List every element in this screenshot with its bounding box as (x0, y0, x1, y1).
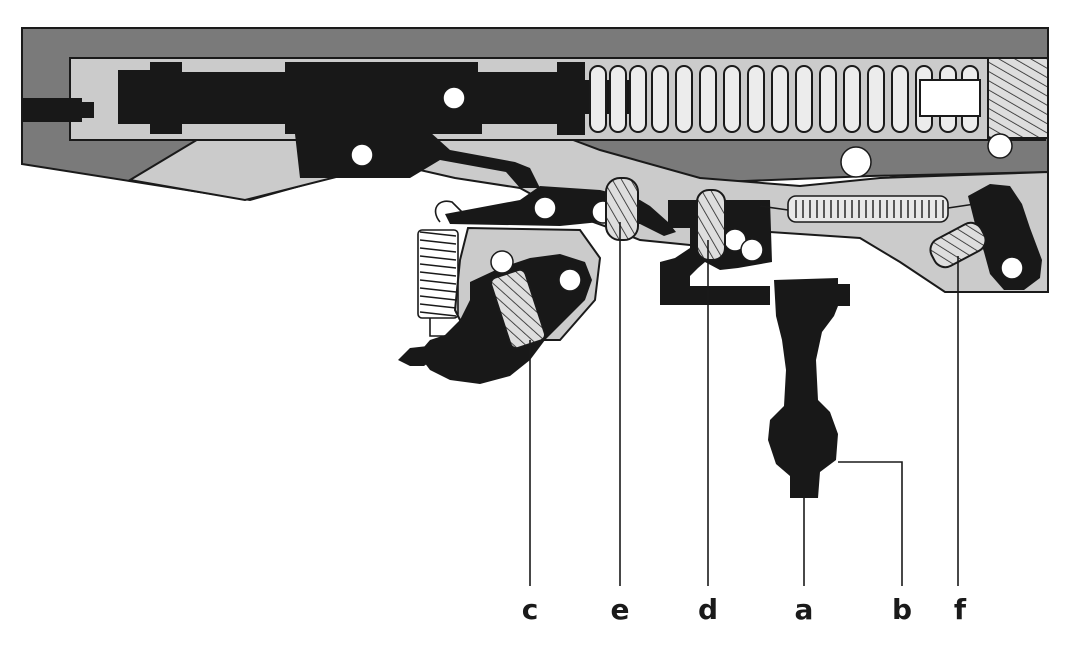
sear-pin (350, 143, 374, 167)
safety-pin (1000, 256, 1024, 280)
safety-spring (759, 195, 976, 223)
label-c: c (521, 593, 539, 626)
hammer-hook (398, 346, 438, 366)
tension-spring (417, 200, 463, 337)
label-f: f (953, 593, 967, 626)
hammer-pivot (490, 250, 514, 274)
spring-f (929, 221, 987, 269)
label-d: d (697, 593, 719, 626)
trip-pin-1 (533, 196, 557, 220)
trigger (768, 278, 850, 498)
label-b: b (891, 593, 913, 626)
bolt-pin (442, 86, 466, 110)
recoil-spring (589, 65, 979, 133)
leader-lines (529, 222, 959, 586)
safety-lever (968, 184, 1042, 290)
bolt-assembly (118, 62, 635, 135)
firing-pin-collar (70, 102, 94, 118)
label-a: a (794, 593, 814, 626)
housing-pin (840, 146, 872, 178)
hammer-pin (558, 268, 582, 292)
spring-e (605, 177, 639, 241)
buffer-pin (987, 133, 1013, 159)
spring-d (696, 189, 726, 261)
label-e: e (610, 593, 630, 626)
trigger-pin-2 (740, 238, 764, 262)
leader-b (838, 461, 903, 586)
buffer-block (987, 57, 1049, 139)
spring-guide-end (919, 79, 981, 117)
